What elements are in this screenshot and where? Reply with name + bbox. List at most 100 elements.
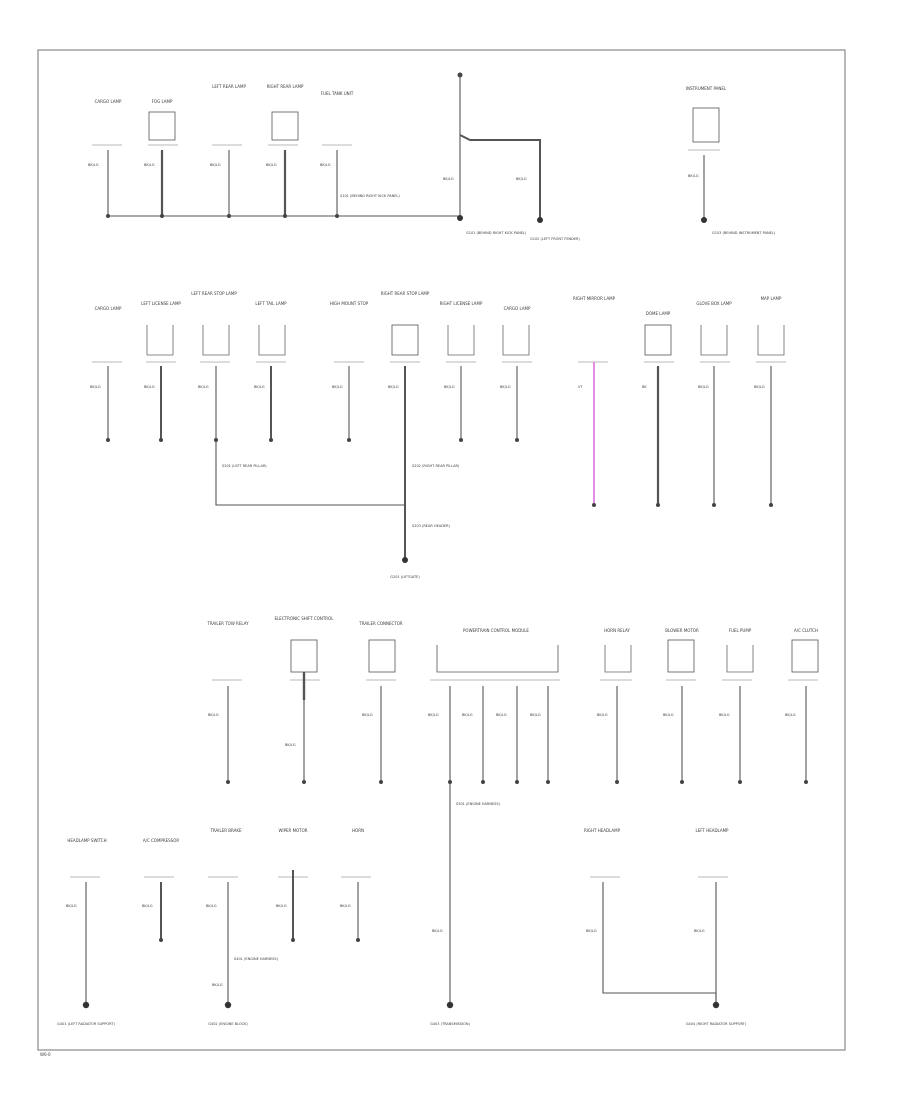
ground-point <box>701 217 707 223</box>
wire-label: BK/LG <box>266 163 277 167</box>
ground-label: G201 (LIFTGATE) <box>390 575 420 579</box>
component-label: WIPER MOTOR <box>278 828 307 833</box>
component-label: HIGH MOUNT STOP <box>330 301 369 306</box>
ground-label: G102 (LEFT FRONT FENDER) <box>530 237 580 241</box>
row-3: TRAILER TOW RELAY ELECTRONIC SHIFT CONTR… <box>206 616 819 1005</box>
component-label: CARGO LAMP <box>504 306 531 311</box>
wire-label: BK/LG <box>276 904 287 908</box>
wire-label: BK/LG <box>198 385 209 389</box>
wire-label: BK/LG <box>586 929 597 933</box>
ground-label: G401 (LEFT RADIATOR SUPPORT) <box>57 1022 115 1026</box>
component-label: HEADLAMP SWITCH <box>67 838 106 843</box>
ground-point <box>446 1001 454 1009</box>
wire-label: VT <box>578 385 583 389</box>
component-label: TRAILER BRAKE <box>209 828 242 833</box>
component-label: FUEL TANK UNIT <box>321 91 354 96</box>
wire-label: BK/LG <box>144 163 155 167</box>
ground-point <box>224 1001 232 1009</box>
wire-label: BK/LG <box>90 385 101 389</box>
ground-label: G103 (BEHIND INSTRUMENT PANEL) <box>712 231 776 235</box>
splice-note: S203 (REAR HEADER) <box>412 524 451 528</box>
wire-label: BK/LG <box>66 904 77 908</box>
svg-text:BK/LG: BK/LG <box>212 983 223 987</box>
footer-code: W0-0 <box>40 1052 51 1057</box>
component-label: ELECTRONIC SHIFT CONTROL <box>275 616 335 621</box>
wire-label: BK/LG <box>597 713 608 717</box>
component-label: CARGO LAMP <box>95 306 122 311</box>
component-label: RIGHT LICENSE LAMP <box>440 301 483 306</box>
module-bracket <box>436 645 559 673</box>
ground-point <box>457 215 463 221</box>
component-label: BLOWER MOTOR <box>665 628 699 633</box>
wire-label: BK <box>642 385 647 389</box>
component-label: LEFT HEADLAMP <box>696 828 730 833</box>
splice-note: S301 (ENGINE HARNESS) <box>456 802 501 806</box>
svg-text:BK/LG: BK/LG <box>462 713 473 717</box>
row-1: CARGO LAMP FOG LAMP LEFT REAR LAMP RIGHT… <box>88 72 776 241</box>
component-label: A/C COMPRESSOR <box>143 838 179 843</box>
wire-label: BK/LG <box>332 385 343 389</box>
wire-label: BK/LG <box>719 713 730 717</box>
ground-label: G403 (TRANSMISSION) <box>430 1022 470 1026</box>
wire-label: BK/LG <box>785 713 796 717</box>
component-label: TRAILER CONNECTOR <box>358 621 403 626</box>
wire-label: BK/LG <box>444 385 455 389</box>
component-label: RIGHT REAR LAMP <box>267 84 304 89</box>
wire-label: BK/LG <box>688 174 699 178</box>
wire-label: BK/LG <box>285 743 296 747</box>
component-label: RIGHT REAR STOP LAMP <box>381 291 430 296</box>
ground-label: G101 (BEHIND RIGHT KICK PANEL) <box>466 231 527 235</box>
wire-label: BK/LG <box>340 904 351 908</box>
component-label: GLOVE BOX LAMP <box>696 301 732 306</box>
wire-label: BK/LG <box>208 713 219 717</box>
ground-label: G404 (RIGHT RADIATOR SUPPORT) <box>686 1022 747 1026</box>
component-box <box>148 111 176 141</box>
component-label: FOG LAMP <box>152 99 173 104</box>
component-label: LEFT REAR STOP LAMP <box>191 291 237 296</box>
wire-label: BK/LG <box>428 713 439 717</box>
component-label: HORN <box>352 828 364 833</box>
diagram-frame <box>37 49 846 1051</box>
wire-label: BK/LG <box>443 177 454 181</box>
component-label: LEFT REAR LAMP <box>212 84 246 89</box>
wire-label: BK/LG <box>663 713 674 717</box>
component-box <box>271 111 299 141</box>
svg-text:BK/LG: BK/LG <box>530 713 541 717</box>
splice-note: S101 (BEHIND RIGHT KICK PANEL) <box>340 194 400 198</box>
component-label: INSTRUMENT PANEL <box>686 86 727 91</box>
wire-label: BK/LG <box>516 177 527 181</box>
component-label: DOME LAMP <box>646 311 671 316</box>
wire-label: BK/LG <box>754 385 765 389</box>
wire-label: BK/LG <box>500 385 511 389</box>
splice-note: S202 (RIGHT REAR PILLAR) <box>412 464 460 468</box>
svg-text:BK/LG: BK/LG <box>432 929 443 933</box>
component-box <box>692 107 720 143</box>
row-4: HEADLAMP SWITCH A/C COMPRESSOR TRAILER B… <box>57 828 747 1026</box>
ground-point <box>712 1001 720 1009</box>
wire-label: BK/LG <box>320 163 331 167</box>
component-label: LEFT LICENSE LAMP <box>141 301 181 306</box>
splice-note: S201 (LEFT REAR PILLAR) <box>222 464 267 468</box>
splice-note: S401 (ENGINE HARNESS) <box>234 957 279 961</box>
component-label: HORN RELAY <box>604 628 630 633</box>
wire-label: BK/LG <box>254 385 265 389</box>
wire-label: BK/LG <box>144 385 155 389</box>
component-label: TRAILER TOW RELAY <box>206 621 249 626</box>
wire-label: BK/LG <box>210 163 221 167</box>
wire-label: BK/LG <box>362 713 373 717</box>
ground-point <box>402 557 408 563</box>
ground-label: G402 (ENGINE BLOCK) <box>208 1022 248 1026</box>
svg-text:BK/LG: BK/LG <box>496 713 507 717</box>
component-label: A/C CLUTCH <box>794 628 818 633</box>
wire-label: BK/LG <box>694 929 705 933</box>
component-label: POWERTRAIN CONTROL MODULE <box>463 628 529 633</box>
ground-point <box>537 217 543 223</box>
wire-label: BK/LG <box>142 904 153 908</box>
component-label: LEFT TAIL LAMP <box>255 301 287 306</box>
component-label: FUEL PUMP <box>729 628 752 633</box>
component-label: CARGO LAMP <box>95 99 122 104</box>
wire-label: BK/LG <box>698 385 709 389</box>
row-2: CARGO LAMP LEFT LICENSE LAMP LEFT REAR S… <box>90 291 786 579</box>
wire-label: BK/LG <box>388 385 399 389</box>
